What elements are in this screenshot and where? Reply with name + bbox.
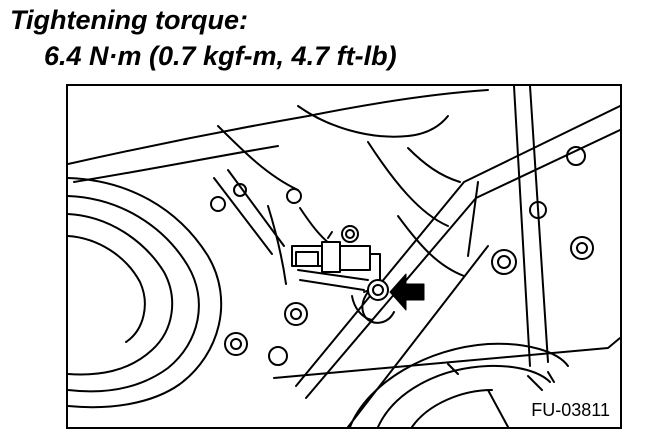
bolt-heads (210, 146, 594, 366)
crank-angle-sensor (291, 231, 395, 324)
timing-cover-edges (397, 86, 549, 367)
engine-housing (68, 89, 489, 285)
lower-bracket (273, 337, 620, 427)
left-pulley (68, 177, 223, 409)
engine-illustration: FU-03811 (66, 84, 622, 429)
arrow-left-icon (389, 273, 425, 311)
guide-rod (213, 169, 285, 255)
torque-label: Tightening torque: (10, 5, 248, 35)
figure-id: FU-03811 (529, 400, 612, 421)
torque-value: 6.4 N·m (0.7 kgf-m, 4.7 ft-lb) (44, 41, 397, 71)
